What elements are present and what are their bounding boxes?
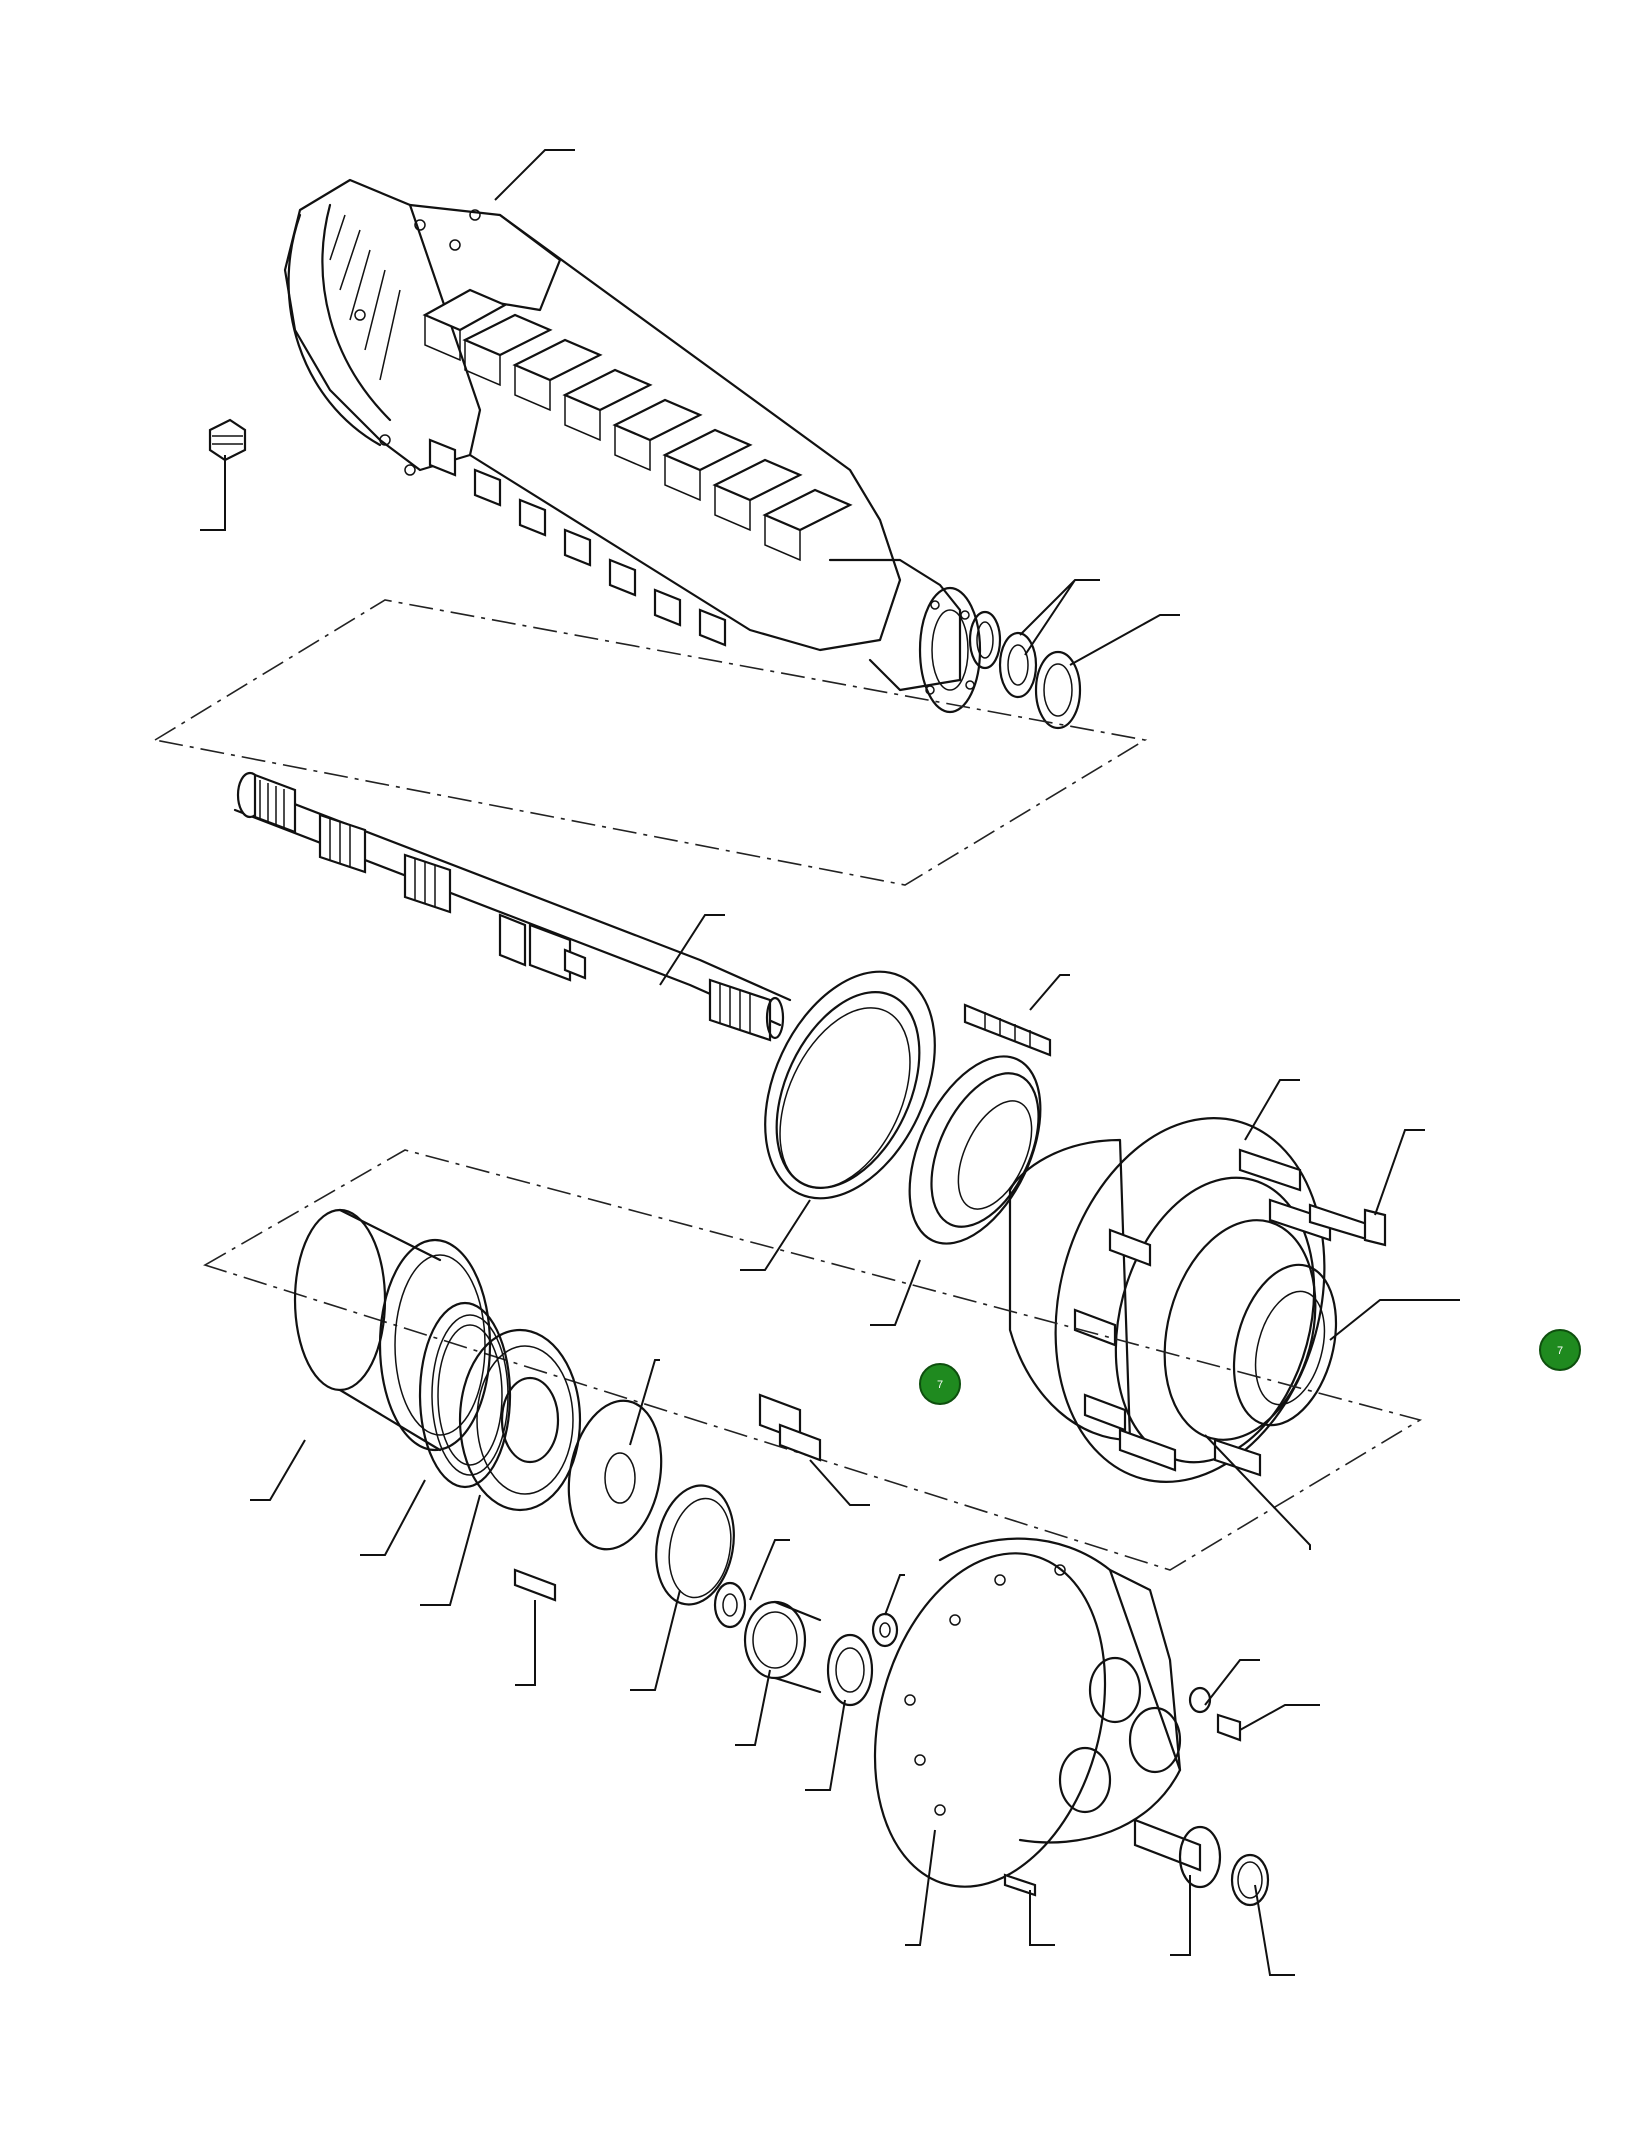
final-drive-cover	[873, 1537, 1182, 1888]
small-washer	[871, 1612, 899, 1648]
hotspot-7-center[interactable]: 7	[919, 1363, 961, 1405]
hub-group-outline	[203, 1149, 1423, 1571]
circlip	[655, 1484, 735, 1606]
hub-seal	[764, 970, 936, 1200]
drive-shaft	[233, 771, 792, 1042]
hotspot-7-center-label: 7	[937, 1379, 943, 1391]
planet-carrier-drum	[293, 1208, 492, 1452]
hotspot-7-right-label: 7	[1557, 1345, 1563, 1357]
carrier-bolt	[758, 1393, 822, 1462]
thrust-plate	[567, 1399, 663, 1551]
wheel-hub	[1008, 1117, 1387, 1483]
cover-screw	[1003, 1873, 1037, 1897]
planet-gear	[743, 1600, 822, 1694]
axle-housing	[208, 178, 982, 714]
hub-stud	[963, 1003, 1052, 1057]
planet-pin	[513, 1568, 557, 1602]
hotspot-7-right[interactable]: 7	[1539, 1329, 1581, 1371]
shaft-group-outline	[152, 599, 1148, 886]
ring-gear	[418, 1301, 512, 1489]
thrust-washer	[713, 1581, 747, 1629]
sun-gear-carrier	[458, 1328, 582, 1512]
spindle-bearings	[968, 610, 1082, 730]
drain-plug	[1188, 1686, 1242, 1742]
planet-shaft-pin	[1133, 1818, 1222, 1889]
o-ring	[1230, 1853, 1270, 1907]
leader-lines	[200, 149, 1460, 1976]
planet-gear-small	[826, 1633, 874, 1707]
